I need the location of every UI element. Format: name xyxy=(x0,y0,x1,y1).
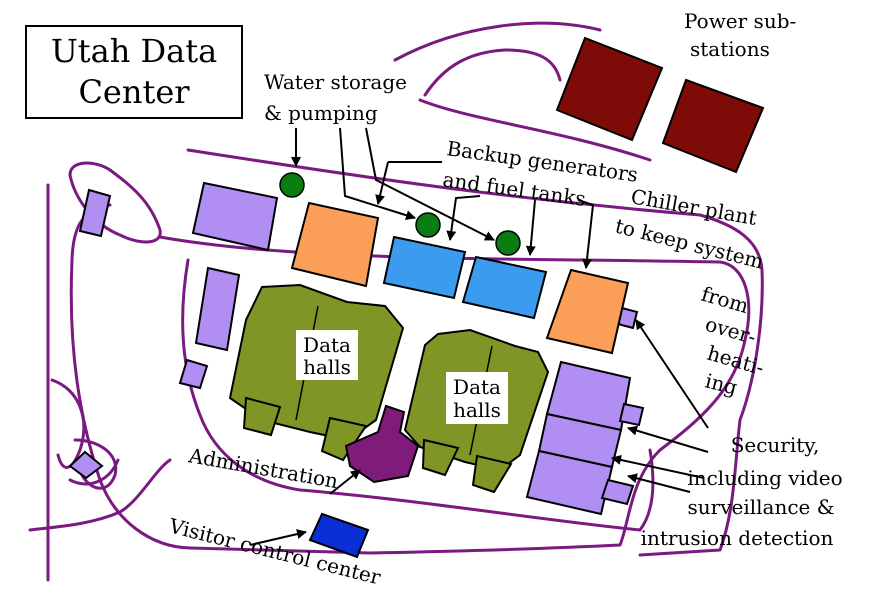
hall-label-bg xyxy=(296,330,358,380)
backup-generators xyxy=(382,235,548,320)
administration-building xyxy=(344,404,420,484)
label-water-line-1: Water storage xyxy=(264,70,407,94)
label-security-line-3: surveillance & xyxy=(687,495,834,519)
label-security-line-4: intrusion detection xyxy=(641,526,834,550)
label-security-line-1: Security, xyxy=(731,433,820,457)
title-line-2: Center xyxy=(78,73,190,111)
hall-label-line-1: Data xyxy=(453,375,501,399)
security-building xyxy=(68,450,104,480)
data-hall-annex xyxy=(242,396,282,437)
water-tank xyxy=(279,172,305,198)
security-building xyxy=(78,188,112,238)
title-line-1: Utah Data xyxy=(51,32,217,70)
map-title: Utah Data Center xyxy=(25,25,243,119)
hall-label-line-2: halls xyxy=(453,398,501,422)
arrow-backup-4 xyxy=(577,199,595,269)
security-building xyxy=(525,449,614,516)
hall-label-line-2: halls xyxy=(303,355,351,379)
chiller-plant xyxy=(290,201,380,288)
power-substation xyxy=(661,78,765,174)
road-southwest-spur xyxy=(73,438,118,490)
arrow-security-4 xyxy=(627,473,691,493)
label-power-line-2: stations xyxy=(690,37,770,61)
security-building xyxy=(618,402,645,427)
data-hall-annex xyxy=(471,454,513,494)
label-water-line-2: & pumping xyxy=(264,101,378,125)
security-buildings xyxy=(68,181,645,516)
data-hall-annex xyxy=(421,438,460,477)
backup-generator xyxy=(461,255,548,320)
road-north-arc-outer xyxy=(393,21,602,62)
visitor-control-center xyxy=(308,512,370,559)
chiller-buildings xyxy=(290,201,630,355)
arrow-backup-1 xyxy=(375,161,389,205)
road-east-loop xyxy=(186,148,764,557)
arrow-water-3 xyxy=(365,127,495,241)
road-loop-north xyxy=(418,98,652,162)
road-outer-perimeter xyxy=(69,203,751,555)
arrow-water-2 xyxy=(339,127,416,221)
security-building xyxy=(178,358,209,390)
label-administration: Administration xyxy=(186,443,340,493)
security-building xyxy=(191,181,279,252)
security-building xyxy=(600,478,635,506)
road-west-spur xyxy=(28,458,172,532)
water-tank xyxy=(495,230,521,256)
power-substations xyxy=(555,36,765,174)
label-power-line-1: Power sub- xyxy=(684,9,796,33)
water-tank xyxy=(415,212,441,238)
security-building xyxy=(194,266,241,352)
power-substation xyxy=(555,36,664,142)
road-north-arc-inner xyxy=(423,48,562,97)
arrow-admin xyxy=(329,469,361,495)
label-chiller-line-3: from xyxy=(699,282,752,318)
title-box xyxy=(25,25,243,119)
backup-generator xyxy=(382,235,467,300)
arrow-visitor xyxy=(249,529,307,546)
hall-label-east: Data halls xyxy=(446,372,508,424)
arrow-security-3 xyxy=(611,455,705,479)
data-hall-annex xyxy=(320,416,368,462)
callout-arrows xyxy=(249,127,709,546)
arrow-security-2 xyxy=(627,425,709,453)
water-tanks xyxy=(279,172,521,256)
hall-label-line-1: Data xyxy=(303,333,351,357)
hall-label-bg xyxy=(446,372,508,424)
arrow-security-1 xyxy=(635,319,709,429)
arrow-backup-2 xyxy=(446,195,481,241)
label-security-line-2: including video xyxy=(687,466,842,490)
chiller-plant xyxy=(545,268,630,355)
arrow-backup-3 xyxy=(525,199,536,256)
hall-label-west: Data halls xyxy=(296,330,358,380)
